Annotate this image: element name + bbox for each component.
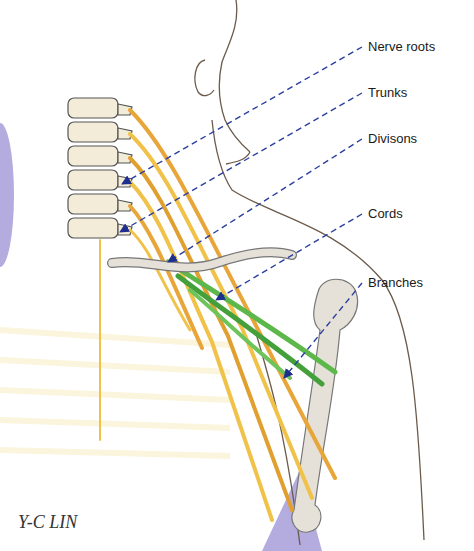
part-label: Trunks [368, 85, 407, 101]
signature: Y-C LIN [18, 512, 77, 534]
part-label: Branches [368, 275, 423, 291]
clavicle [112, 252, 292, 267]
background-stripes [0, 330, 230, 456]
part-label: Nerve roots [368, 39, 435, 55]
nerves [100, 110, 335, 520]
purple-shape [0, 123, 14, 267]
humerus [292, 279, 358, 532]
spine [68, 98, 132, 238]
part-label: Cords [368, 206, 403, 222]
part-label: Divisons [368, 131, 417, 147]
leader-lines [120, 47, 362, 378]
clavicle [112, 252, 292, 267]
